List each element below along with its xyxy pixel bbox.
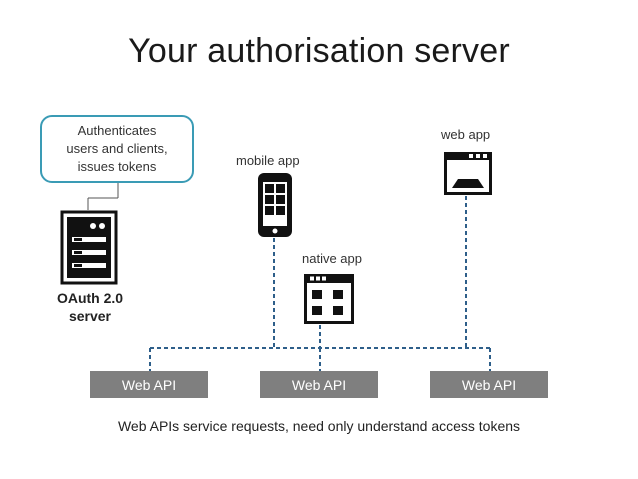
web-api-box-2: Web API xyxy=(260,371,378,398)
callout-line-1: Authenticates xyxy=(77,123,157,138)
web-api-box-1: Web API xyxy=(90,371,208,398)
server-label-line-2: server xyxy=(68,308,112,324)
authenticates-callout: Authenticates users and clients, issues … xyxy=(40,115,194,183)
server-label-line-1: OAuth 2.0 xyxy=(56,290,124,306)
callout-line-2: users and clients, xyxy=(66,141,168,156)
callout-line-3: issues tokens xyxy=(77,159,157,174)
page-title: Your authorisation server xyxy=(128,32,510,70)
app-window-icon xyxy=(304,274,354,324)
web-app-label: web app xyxy=(441,127,491,142)
caption: Web APIs service requests, need only und… xyxy=(117,418,521,434)
server-icon xyxy=(60,210,118,285)
web-api-box-3: Web API xyxy=(430,371,548,398)
mobile-phone-icon xyxy=(258,173,292,237)
browser-window-icon xyxy=(444,152,492,195)
native-app-label: native app xyxy=(302,251,362,266)
mobile-app-label: mobile app xyxy=(236,153,300,168)
oauth-server-label: OAuth 2.0 server xyxy=(48,289,132,325)
